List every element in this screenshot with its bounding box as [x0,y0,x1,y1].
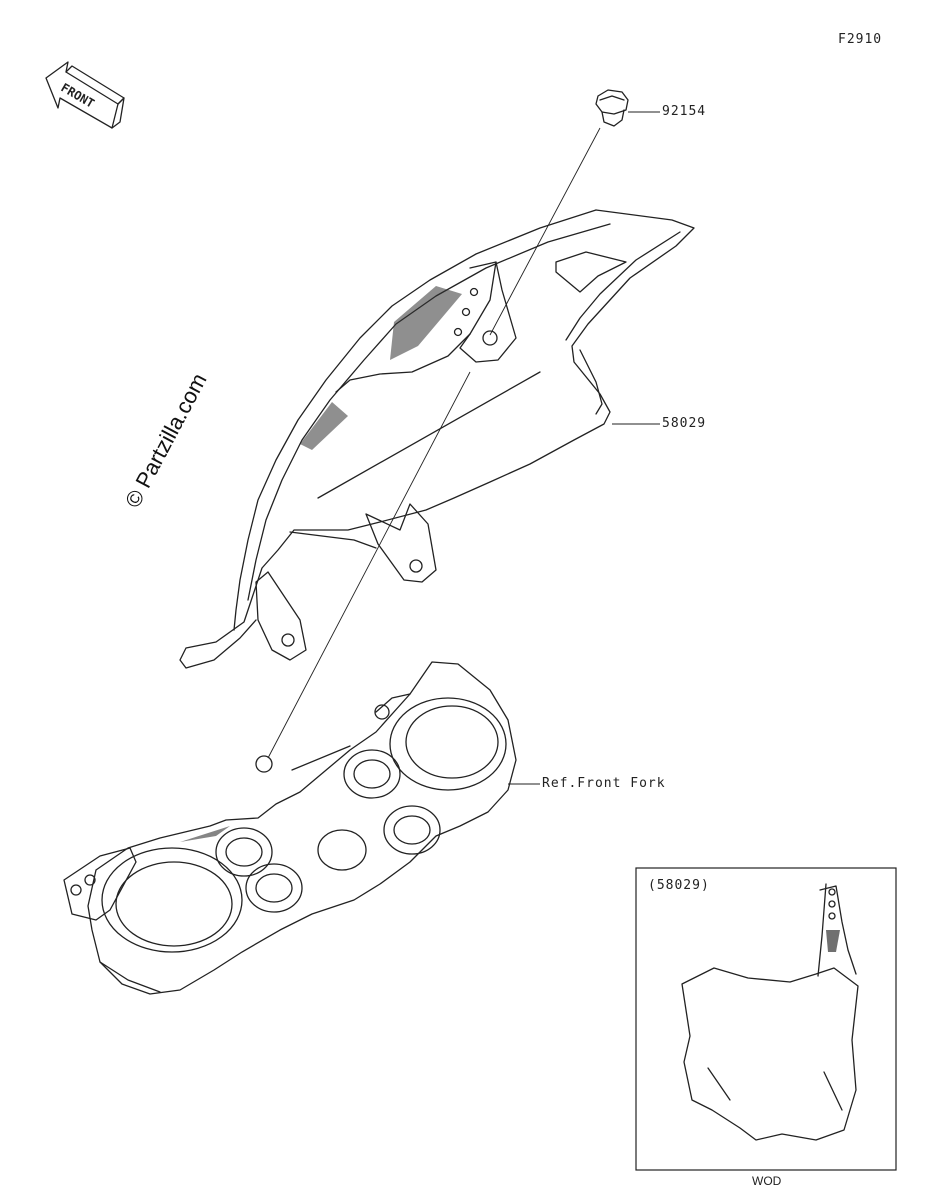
callout-front-fork: Ref.Front Fork [542,776,666,791]
front-arrow-text: FRONT [59,80,97,110]
number-plate-58029 [179,209,695,759]
inset-caption: WOD [752,1174,782,1188]
front-arrow-icon: FRONT [45,61,125,129]
bolt-92154 [489,89,660,336]
inset-box [635,867,897,1171]
figure-code: F2910 [838,32,883,47]
triple-clamp [63,661,540,995]
callout-58029: 58029 [662,416,707,431]
callout-92154: 92154 [662,104,707,119]
inset-title: (58029) [648,878,710,893]
